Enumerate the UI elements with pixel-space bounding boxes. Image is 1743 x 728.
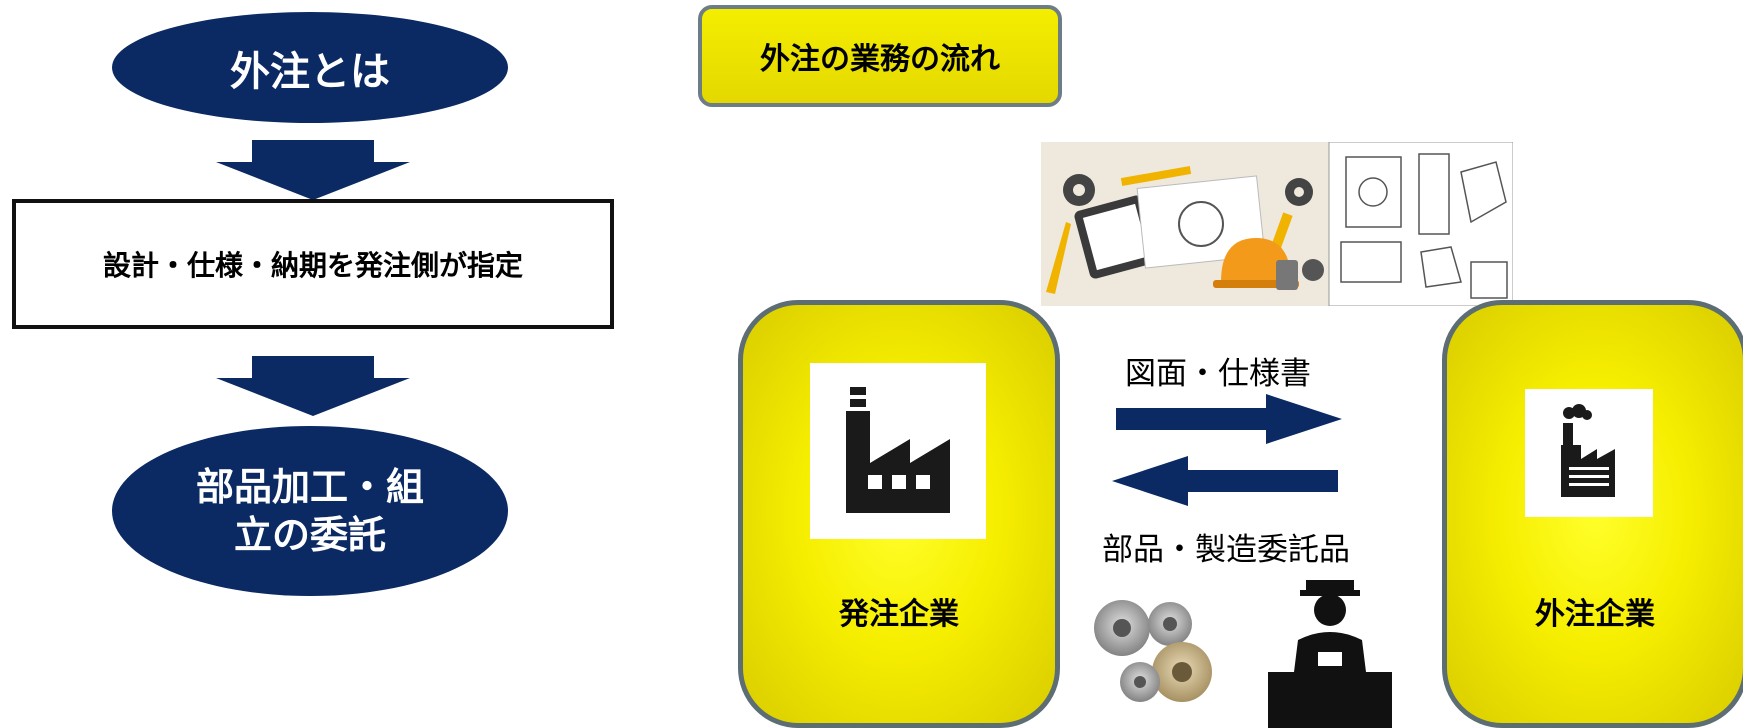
factory-icon-card xyxy=(810,363,986,539)
right-arrow-icon xyxy=(1116,394,1342,444)
consignment-label-line2: 立の委託 xyxy=(233,513,386,557)
down-arrow-icon xyxy=(216,140,410,200)
outsourcing-definition-label: 外注とは xyxy=(230,48,390,95)
worker-desk-icon xyxy=(1268,580,1392,728)
factory-icon xyxy=(846,387,950,513)
small-factory-icon-card xyxy=(1525,389,1653,517)
specification-box: 設計・仕様・納期を発注側が指定 xyxy=(12,199,614,329)
consignment-oval: 部品加工・組 立の委託 xyxy=(112,426,508,596)
parts-products-label: 部品・製造委託品 xyxy=(1102,532,1350,568)
consignment-label-line1: 部品加工・組 xyxy=(195,465,424,509)
vendor-company-label: 外注企業 xyxy=(1535,597,1655,632)
outsourcing-definition-oval: 外注とは xyxy=(112,12,508,123)
gears-icon xyxy=(1094,600,1212,702)
left-arrow-icon xyxy=(1112,456,1338,506)
vendor-company-box: 外注企業 xyxy=(1442,300,1743,728)
specification-label: 設計・仕様・納期を発注側が指定 xyxy=(102,249,523,282)
engineering-drawings-image xyxy=(1041,142,1513,306)
down-arrow-icon xyxy=(216,356,410,416)
drawings-specs-label: 図面・仕様書 xyxy=(1125,356,1311,392)
client-company-label: 発注企業 xyxy=(839,597,959,632)
small-factory-icon xyxy=(1561,404,1615,497)
workflow-title: 外注の業務の流れ xyxy=(760,42,1000,77)
workflow-title-box: 外注の業務の流れ xyxy=(698,5,1062,107)
client-company-box: 発注企業 xyxy=(738,300,1060,728)
